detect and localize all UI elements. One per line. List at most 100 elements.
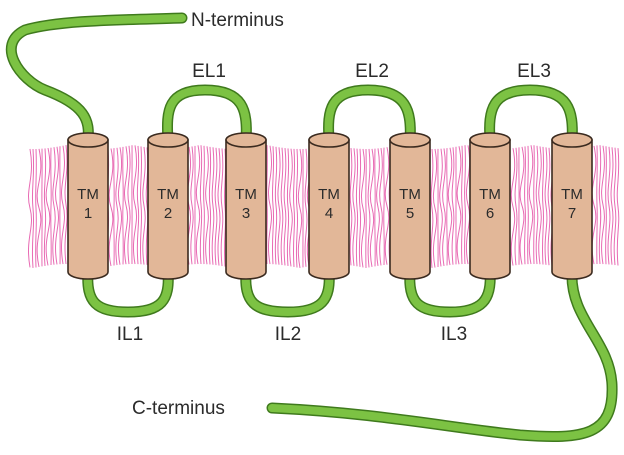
- el1-label: EL1: [192, 61, 226, 82]
- il3-label: IL3: [441, 324, 467, 345]
- lipid-strand: [275, 147, 276, 265]
- lipid-strand: [448, 148, 452, 265]
- lipid-strand: [137, 146, 138, 264]
- lipid-strand: [614, 148, 616, 265]
- lipid-strand: [65, 145, 67, 264]
- lipid-strand: [128, 146, 130, 264]
- lipid-strand: [370, 149, 373, 267]
- lipid-strand: [62, 146, 65, 264]
- lipid-strand: [356, 149, 357, 267]
- lipid-strand: [215, 148, 217, 265]
- lipid-strand: [284, 148, 286, 265]
- helix-cap: [470, 133, 510, 147]
- helix-label-tm: TM: [399, 186, 421, 203]
- helix-tm6: TM 6: [470, 133, 510, 279]
- lipid-strand: [296, 149, 297, 268]
- il2-label: IL2: [275, 324, 301, 345]
- lipid-strand: [447, 148, 448, 265]
- lipid-strand: [433, 149, 436, 268]
- helix-label-tm: TM: [235, 186, 257, 203]
- lipid-strand: [545, 147, 547, 264]
- lipid-strand: [542, 147, 543, 265]
- c-terminus-label: C-terminus: [132, 398, 225, 419]
- lipid-strand: [218, 148, 220, 265]
- lipid-strand: [305, 149, 307, 267]
- helix-label-tm: TM: [157, 186, 179, 203]
- lipid-strand: [359, 149, 360, 267]
- lipid-strand: [287, 148, 288, 266]
- lipid-strand: [539, 146, 542, 264]
- lipid-strand: [465, 145, 466, 264]
- lipid-strand: [36, 149, 37, 268]
- n-terminus-tail: [11, 18, 182, 140]
- helix-tm7: TM 7: [552, 133, 592, 279]
- helix-label-number: 1: [84, 205, 92, 222]
- lipid-strand: [196, 145, 199, 264]
- helix-cap: [148, 133, 188, 147]
- lipid-strand: [602, 146, 605, 264]
- helix-label-tm: TM: [479, 186, 501, 203]
- helix-tm4: TM4: [309, 133, 349, 279]
- lipid-strand: [28, 149, 31, 267]
- lipid-strand: [611, 147, 613, 264]
- helix-tm2: TM2: [148, 133, 188, 279]
- lipid-strand: [204, 146, 205, 264]
- lipid-strand: [457, 146, 461, 264]
- lipid-strand: [608, 147, 610, 265]
- lipid-strand: [368, 149, 370, 267]
- el3-loop: [490, 90, 573, 140]
- lipid-strand: [293, 149, 294, 267]
- helix-tm5: TM 5: [390, 133, 430, 279]
- lipid-strand: [37, 149, 41, 267]
- lipid-strand: [466, 145, 469, 264]
- lipid-strand: [281, 148, 283, 265]
- lipid-strand: [209, 147, 210, 265]
- lipid-strand: [44, 148, 45, 265]
- lipid-strand: [140, 146, 141, 264]
- helix-label-tm: TM: [561, 186, 583, 203]
- lipid-strand: [272, 146, 273, 264]
- helix-cap: [552, 133, 592, 147]
- lipid-strand: [431, 149, 433, 268]
- lipid-strand: [380, 148, 383, 265]
- helix-label-number: 6: [486, 205, 494, 222]
- lipid-strand: [443, 148, 446, 266]
- el3-label: EL3: [517, 61, 551, 82]
- helix-cap: [309, 133, 349, 147]
- lipid-strand: [511, 148, 514, 265]
- lipid-strand: [606, 146, 607, 264]
- lipid-strand: [520, 147, 524, 265]
- lipid-strand: [536, 146, 538, 264]
- lipid-strand: [124, 146, 127, 264]
- lipid-strand: [440, 149, 443, 267]
- lipid-strand: [385, 147, 389, 264]
- el1-loop: [167, 90, 246, 140]
- lipid-strand: [118, 147, 121, 264]
- lipid-strand: [529, 145, 532, 264]
- lipid-strand: [515, 148, 517, 265]
- helix-label-number: 7: [568, 205, 576, 222]
- extracellular-chain: [11, 18, 572, 140]
- lipid-strand: [109, 148, 113, 266]
- helix-cap: [226, 133, 266, 147]
- lipid-strand: [350, 148, 352, 265]
- lipid-strand: [298, 149, 301, 268]
- helix-cap: [390, 133, 430, 147]
- lipid-strand: [143, 147, 145, 265]
- lipid-strand: [534, 145, 535, 264]
- lipid-strand: [133, 145, 136, 264]
- lipid-strand: [353, 148, 355, 265]
- lipid-strand: [278, 147, 280, 264]
- n-terminus-label: N-terminus: [191, 10, 284, 31]
- lipid-strand: [221, 148, 223, 266]
- lipid-strand: [597, 145, 598, 264]
- helix-label-number: 5: [406, 205, 414, 222]
- helix-label-number: 4: [325, 205, 333, 222]
- el2-label: EL2: [355, 61, 389, 82]
- lipid-strand: [361, 149, 364, 267]
- helix-tm1: TM1: [68, 133, 108, 279]
- n-terminus-tail-outline: [11, 18, 182, 140]
- lipid-strand: [191, 146, 193, 264]
- helix-label-number: 3: [242, 205, 250, 222]
